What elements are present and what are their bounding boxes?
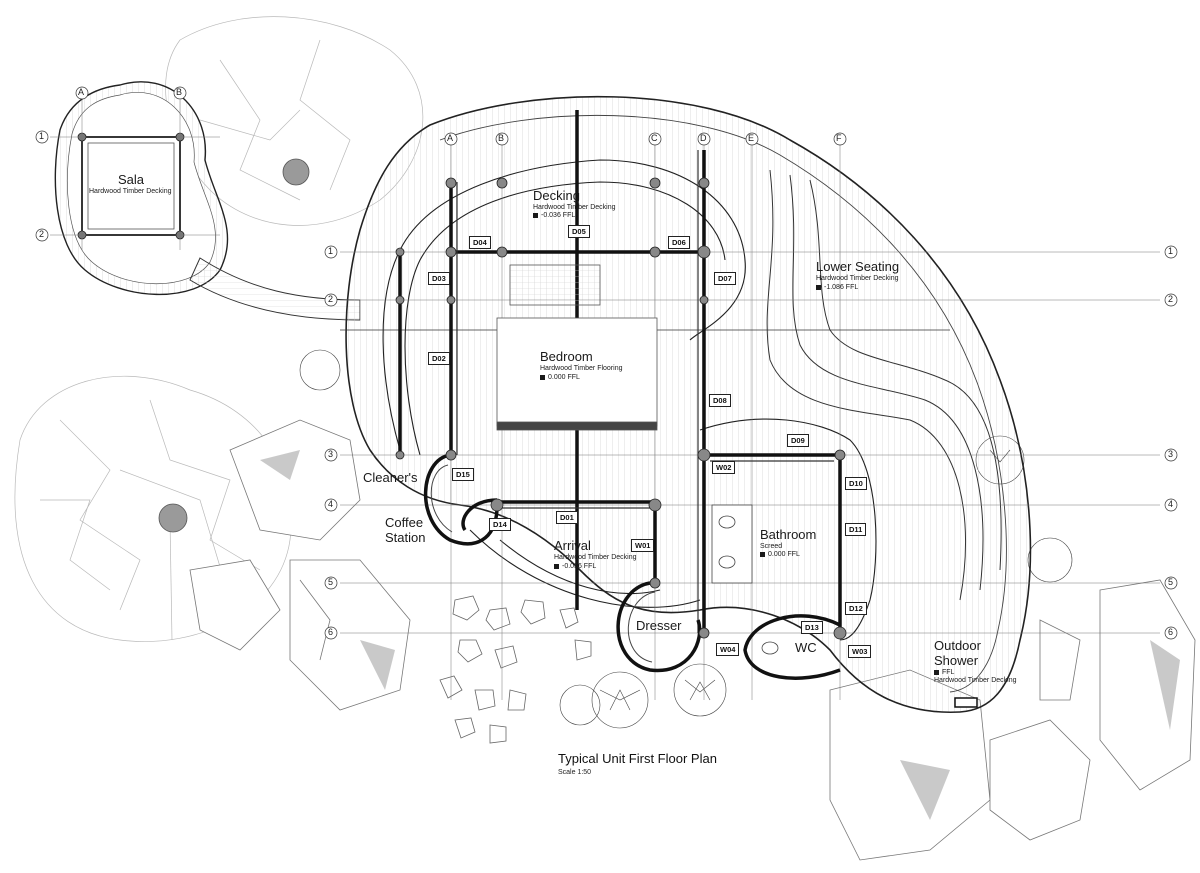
door-tag-d08: D08 [709,394,731,407]
window-tag-w03: W03 [848,645,872,658]
room-name-sala: Sala [118,172,145,187]
grid-label-left-5: 5 [328,577,334,587]
grid-label-left-6: 6 [328,627,334,637]
window-tag-w02: W02 [712,461,736,474]
room-name-coffee-line2: Station [385,530,426,545]
main-deck-outline [345,95,1032,714]
window-tag-w04: W04 [716,643,740,656]
door-tag-d06: D06 [668,236,690,249]
grid-label-right-5: 5 [1168,577,1174,587]
tree-trunk-left [158,503,188,533]
grid-label-sala-b: B [176,87,183,97]
door-tag-d03: D03 [428,272,450,285]
grid-label-b: B [498,133,505,143]
grid-label-c: C [651,133,658,143]
room-finish-bedroom: Hardwood Timber Flooring [540,365,623,372]
grid-label-e: E [748,133,755,143]
curved-partitions [423,453,841,680]
room-name-dresser: Dresser [636,618,682,633]
grid-label-d: D [700,133,707,143]
bed [496,264,658,431]
bathroom-vanity [711,504,753,584]
grid-label-right-2: 2 [1168,294,1174,304]
room-level-bedroom: 0.000 FFL [540,374,580,381]
room-finish-outdoor-shower: Hardwood Timber Decking [934,677,1017,684]
tree-canopy-left [14,375,292,642]
rock-shadows [260,450,1180,820]
grid-label-right-4: 4 [1168,499,1174,509]
lower-seating-steps [766,169,1002,601]
grid-label-sala-2: 2 [39,229,45,239]
room-level-outdoor-shower: FFL [934,669,954,676]
room-name-decking: Decking [533,188,580,203]
window-tag-w01: W01 [631,539,655,552]
room-finish-arrival: Hardwood Timber Decking [554,554,637,561]
door-tag-d01: D01 [556,511,578,524]
stepping-stones [439,595,592,744]
room-name-arrival: Arrival [554,538,591,553]
room-level-bathroom: 0.000 FFL [760,551,800,558]
wc-toilet [761,641,779,655]
door-tag-d15: D15 [452,468,474,481]
room-level-arrival: -0.036 FFL [554,563,596,570]
drawing-scale: Scale 1:50 [558,769,592,776]
room-finish-decking: Hardwood Timber Decking [533,204,616,211]
door-tag-d10: D10 [845,477,867,490]
room-name-bathroom: Bathroom [760,527,817,542]
grid-label-left-2: 2 [328,294,334,304]
door-tag-d07: D07 [714,272,736,285]
room-name-cleaners: Cleaner's [363,470,418,485]
grid-label-right-1: 1 [1168,246,1174,256]
room-name-wc: WC [795,640,817,655]
door-tag-d13: D13 [801,621,823,634]
door-tag-d09: D09 [787,434,809,447]
room-name-outdoor-shower-line2: Shower [934,653,979,668]
door-tag-d02: D02 [428,352,450,365]
door-tag-d14: D14 [489,518,511,531]
outdoor-shower-fitting [954,697,978,708]
grid-label-sala-a: A [78,87,85,97]
door-tag-d12: D12 [845,602,867,615]
columns [395,177,847,640]
room-level-decking: -0.036 FFL [533,212,575,219]
grid-label-left-3: 3 [328,449,334,459]
room-name-outdoor-shower-line1: Outdoor [934,638,981,653]
grid-label-a: A [447,133,454,143]
room-finish-lower-seating: Hardwood Timber Decking [816,275,899,282]
grid-label-sala-1: 1 [39,131,45,141]
room-name-coffee-line1: Coffee [385,515,424,530]
door-tag-d04: D04 [469,236,491,249]
grid-label-right-6: 6 [1168,627,1174,637]
room-level-lower-seating: -1.086 FFL [816,284,858,291]
door-tag-d11: D11 [845,523,867,536]
boardwalk [189,257,361,321]
door-tag-d05: D05 [568,225,590,238]
room-name-bedroom: Bedroom [540,349,593,364]
grid-bubbles [35,86,1178,640]
sala-platform [81,136,181,236]
grid-label-right-3: 3 [1168,449,1174,459]
grid-label-left-4: 4 [328,499,334,509]
drawing-title: Typical Unit First Floor Plan [558,751,717,766]
room-finish-bathroom: Screed [760,543,783,550]
room-finish-sala: Hardwood Timber Decking [89,188,172,195]
room-name-lower-seating: Lower Seating [816,259,900,274]
tree-trunk-top [282,158,310,186]
grid-label-f: F [836,133,842,143]
grid-label-left-1: 1 [328,246,334,256]
